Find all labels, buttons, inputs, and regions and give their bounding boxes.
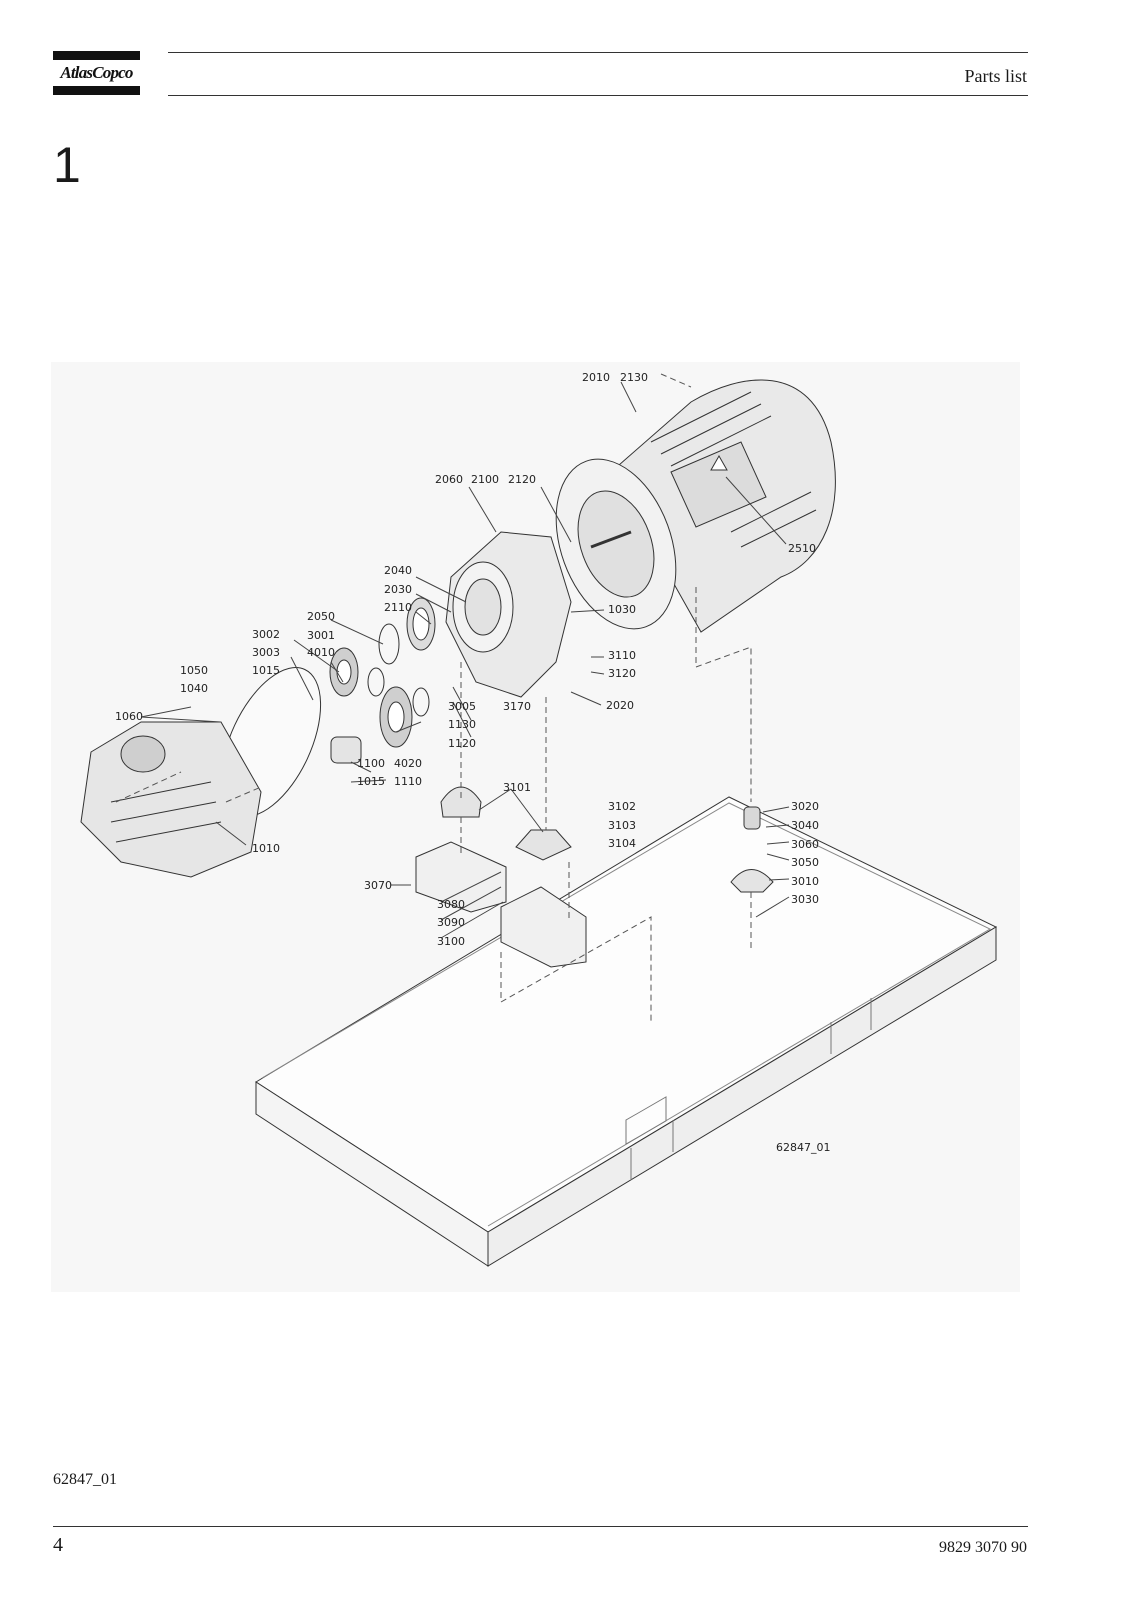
callout-3020: 3020 (791, 800, 819, 813)
callout-3070: 3070 (364, 879, 392, 892)
callout-3103: 3103 (608, 819, 636, 832)
base-frame-side-right (487, 926, 997, 1267)
callout-3003: 3003 (252, 646, 280, 659)
drawing-canvas: 2010 2130 2060 2100 2120 2510 2040 2030 … (80, 371, 998, 1267)
callout-3040: 3040 (791, 819, 819, 832)
exploded-parts-drawing: 2010 2130 2060 2100 2120 2510 2040 2030 … (51, 362, 1020, 1292)
callout-2030: 2030 (384, 583, 412, 596)
callout-3080: 3080 (437, 898, 465, 911)
callout-1015-top: 1015 (252, 664, 280, 677)
callout-2110: 2110 (384, 601, 412, 614)
callout-3110: 3110 (608, 649, 636, 662)
mount-3010 (730, 869, 774, 893)
drawing-id-label: 62847_01 (776, 1141, 831, 1154)
circlip-2050 (378, 623, 400, 665)
callout-2100: 2100 (471, 473, 499, 486)
coupling-1100 (330, 736, 362, 764)
mount-3101-right (515, 829, 572, 861)
callout-1130: 1130 (448, 718, 476, 731)
callout-3001: 3001 (307, 629, 335, 642)
callout-3104: 3104 (608, 837, 636, 850)
callout-3002: 3002 (252, 628, 280, 641)
mount-3101-left (440, 786, 482, 818)
footer-rule (53, 1526, 1028, 1527)
header-rule-bottom (168, 95, 1028, 96)
callout-4010: 4010 (307, 646, 335, 659)
callout-1010: 1010 (252, 842, 280, 855)
callout-2130: 2130 (620, 371, 648, 384)
callout-2050: 2050 (307, 610, 335, 623)
callout-1015-bottom: 1015 (357, 775, 385, 788)
compressor-element (80, 721, 262, 878)
callout-3030: 3030 (791, 893, 819, 906)
callout-1030: 1030 (608, 603, 636, 616)
atlas-copco-logo: AtlasCopco (53, 51, 140, 95)
callout-1110: 1110 (394, 775, 422, 788)
callout-2020: 2020 (606, 699, 634, 712)
logo-bar-bottom (53, 86, 140, 95)
callout-4020: 4020 (394, 757, 422, 770)
callout-3090: 3090 (437, 916, 465, 929)
callout-2040: 2040 (384, 564, 412, 577)
section-number: 1 (53, 137, 81, 193)
callout-3102: 3102 (608, 800, 636, 813)
callout-2510: 2510 (788, 542, 816, 555)
callout-1040: 1040 (180, 682, 208, 695)
logo-bar-top (53, 51, 140, 60)
callout-3120: 3120 (608, 667, 636, 680)
bracket-3070 (415, 841, 507, 913)
callout-3010: 3010 (791, 875, 819, 888)
callout-3101: 3101 (503, 781, 531, 794)
callout-2120: 2120 (508, 473, 536, 486)
callout-1100: 1100 (357, 757, 385, 770)
callout-2060: 2060 (435, 473, 463, 486)
electric-motor (555, 379, 836, 633)
mount-3020 (743, 806, 761, 830)
callout-3050: 3050 (791, 856, 819, 869)
gear-casing (445, 531, 572, 698)
callout-3100: 3100 (437, 935, 465, 948)
page-number: 4 (53, 1534, 63, 1556)
header-title: Parts list (964, 66, 1027, 86)
document-number: 9829 3070 90 (939, 1539, 1027, 1556)
callout-3060: 3060 (791, 838, 819, 851)
callout-3170: 3170 (503, 700, 531, 713)
logo-wordmark: AtlasCopco (60, 63, 133, 82)
callout-1060: 1060 (115, 710, 143, 723)
callout-3005: 3005 (448, 700, 476, 713)
callout-2010: 2010 (582, 371, 610, 384)
footer-figure-reference: 62847_01 (53, 1471, 117, 1488)
header-rule-top (168, 52, 1028, 53)
bracket-3100 (500, 886, 587, 968)
ring-1120 (412, 687, 430, 717)
callout-1120: 1120 (448, 737, 476, 750)
callout-1050: 1050 (180, 664, 208, 677)
